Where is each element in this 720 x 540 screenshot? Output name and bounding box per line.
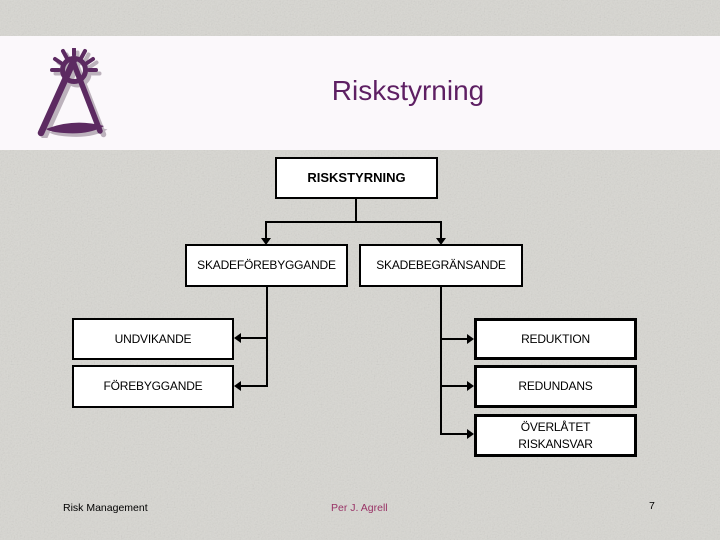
- page-number: 7: [649, 500, 655, 512]
- sun-pyramid-logo-icon: [37, 48, 108, 138]
- footer-left-text: Risk Management: [63, 502, 148, 514]
- arrowhead-undvikande: [234, 333, 241, 343]
- connector-left-branch-stem: [266, 287, 268, 387]
- tree-node-redundans: REDUNDANS: [474, 365, 637, 408]
- tree-node-reduktion: REDUKTION: [474, 318, 637, 360]
- header-band: Riskstyrning: [0, 36, 720, 150]
- tree-node-overlatet-riskansvar: ÖVERLÅTET RISKANSVAR: [474, 414, 637, 457]
- connector-root-stem: [355, 198, 357, 222]
- connector-to-forebyggande: [241, 385, 267, 387]
- connector-to-redundans: [441, 385, 468, 387]
- connector-to-reduktion: [441, 338, 468, 340]
- tree-node-undvikande: UNDVIKANDE: [72, 318, 234, 360]
- arrowhead-redundans: [467, 381, 474, 391]
- connector-root-split: [265, 221, 442, 223]
- footer-author-text: Per J. Agrell: [331, 502, 388, 514]
- connector-drop-left: [265, 222, 267, 239]
- slide-title: Riskstyrning: [331, 75, 485, 106]
- connector-to-overlatet: [441, 433, 468, 435]
- connector-drop-right: [440, 222, 442, 239]
- arrowhead-forebyggande: [234, 381, 241, 391]
- arrowhead-down-left: [261, 238, 271, 245]
- tree-node-forebyggande: FÖREBYGGANDE: [72, 365, 234, 408]
- connector-right-branch-stem: [440, 287, 442, 435]
- tree-node-root: RISKSTYRNING: [275, 157, 438, 199]
- arrowhead-down-right: [436, 238, 446, 245]
- connector-to-undvikande: [241, 337, 267, 339]
- arrowhead-overlatet: [467, 429, 474, 439]
- arrowhead-reduktion: [467, 334, 474, 344]
- tree-node-skadebegransande: SKADEBEGRÄNSANDE: [359, 244, 523, 287]
- tree-node-skadeforebyggande: SKADEFÖREBYGGANDE: [185, 244, 348, 287]
